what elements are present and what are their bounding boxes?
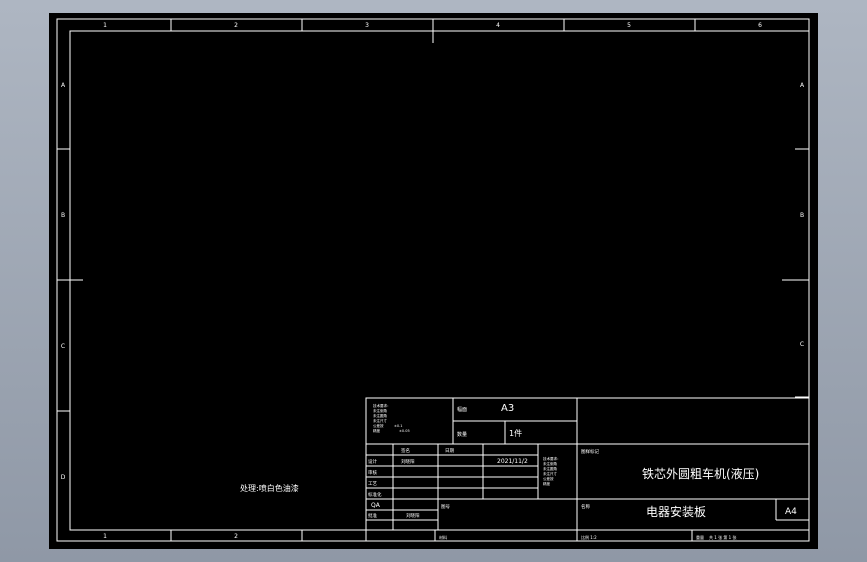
title-block-grid xyxy=(365,397,810,541)
zone-label-left-b: B xyxy=(61,212,65,219)
tech-small-1: 技术要求： xyxy=(543,456,561,461)
zone-label-top-2: 2 xyxy=(234,22,238,29)
qa-label: QA xyxy=(371,502,381,509)
top-zone-dividers xyxy=(170,19,696,43)
surface-note: 处理:喷白色油漆 xyxy=(240,483,299,493)
zone-label-left-a: A xyxy=(61,82,66,89)
tech-note-4: 未注尺寸 xyxy=(373,418,387,423)
zone-label-right-a: A xyxy=(800,82,805,89)
zone-label-left-d: D xyxy=(61,474,66,481)
part-title: 电器安装板 xyxy=(646,504,706,519)
row-label-standard: 标准化 xyxy=(368,491,382,498)
row-label-design: 设计 xyxy=(368,458,377,465)
company-label: 图样标记 xyxy=(581,448,599,455)
qty-value: 1件 xyxy=(509,428,522,438)
tech-small-6: 精度 xyxy=(543,481,551,486)
bottom-zone-dividers xyxy=(170,530,367,541)
tech-note-1: 技术要求： xyxy=(373,403,391,408)
row-label-process: 工艺 xyxy=(368,481,377,487)
approver-name: 刘晓阳 xyxy=(406,512,420,519)
zone-label-right-b: B xyxy=(800,212,804,219)
tech-small-2: 未注倒角 xyxy=(543,461,557,466)
sig-header-date: 日期 xyxy=(445,448,454,454)
material-label: 材料 xyxy=(439,534,447,540)
name-label: 名称 xyxy=(581,503,590,510)
sheet-label: 共 1 张 第 1 张 xyxy=(709,534,736,540)
approve-label: 批准 xyxy=(368,512,377,519)
scale-label: 比例 1:2 xyxy=(581,534,597,540)
zone-label-top-1: 1 xyxy=(103,22,107,29)
outer-border xyxy=(56,18,810,542)
designer-name: 刘晓阳 xyxy=(401,458,415,465)
weight-label: 重量 xyxy=(696,534,704,540)
zone-label-bottom-2: 2 xyxy=(234,533,238,540)
tech-small-4: 未注尺寸 xyxy=(543,471,557,476)
row-label-review: 审核 xyxy=(368,469,377,476)
date-value: 2021/11/2 xyxy=(497,458,528,465)
zone-label-bottom-1: 1 xyxy=(103,533,107,540)
zone-label-top-5: 5 xyxy=(627,22,631,29)
side-zone-dividers xyxy=(57,148,809,412)
sig-header-name: 签名 xyxy=(401,447,410,454)
drawing-viewport[interactable]: 1 2 3 4 5 6 1 2 A B C D A B C xyxy=(49,13,818,549)
zone-label-top-6: 6 xyxy=(758,22,762,29)
cad-drawing-sheet: 1 2 3 4 5 6 1 2 A B C D A B C xyxy=(56,18,810,542)
tech-note-5: 公差按 xyxy=(373,423,384,428)
format-value: A3 xyxy=(501,403,514,414)
qty-label: 数量 xyxy=(457,431,467,438)
machine-title: 铁芯外圆粗车机(液压) xyxy=(642,466,759,481)
zone-label-left-c: C xyxy=(61,343,65,350)
tech-note-2: 未注倒角 xyxy=(373,408,387,413)
zone-label-top-3: 3 xyxy=(365,22,369,29)
format-label: 幅面 xyxy=(457,406,467,413)
tech-note-6: 精度 xyxy=(373,428,381,433)
tech-note-3: 未注圆角 xyxy=(373,413,387,418)
tech-small-3: 未注圆角 xyxy=(543,466,557,471)
tech-small-5: 公差按 xyxy=(543,476,554,481)
zone-label-right-c: C xyxy=(800,341,804,348)
tech-note-8: ±0.05 xyxy=(399,429,410,433)
sheet-size: A4 xyxy=(785,507,797,517)
code-label: 图号 xyxy=(441,504,450,510)
tech-note-7: ±0.1 xyxy=(394,424,403,428)
zone-label-top-4: 4 xyxy=(496,22,500,29)
